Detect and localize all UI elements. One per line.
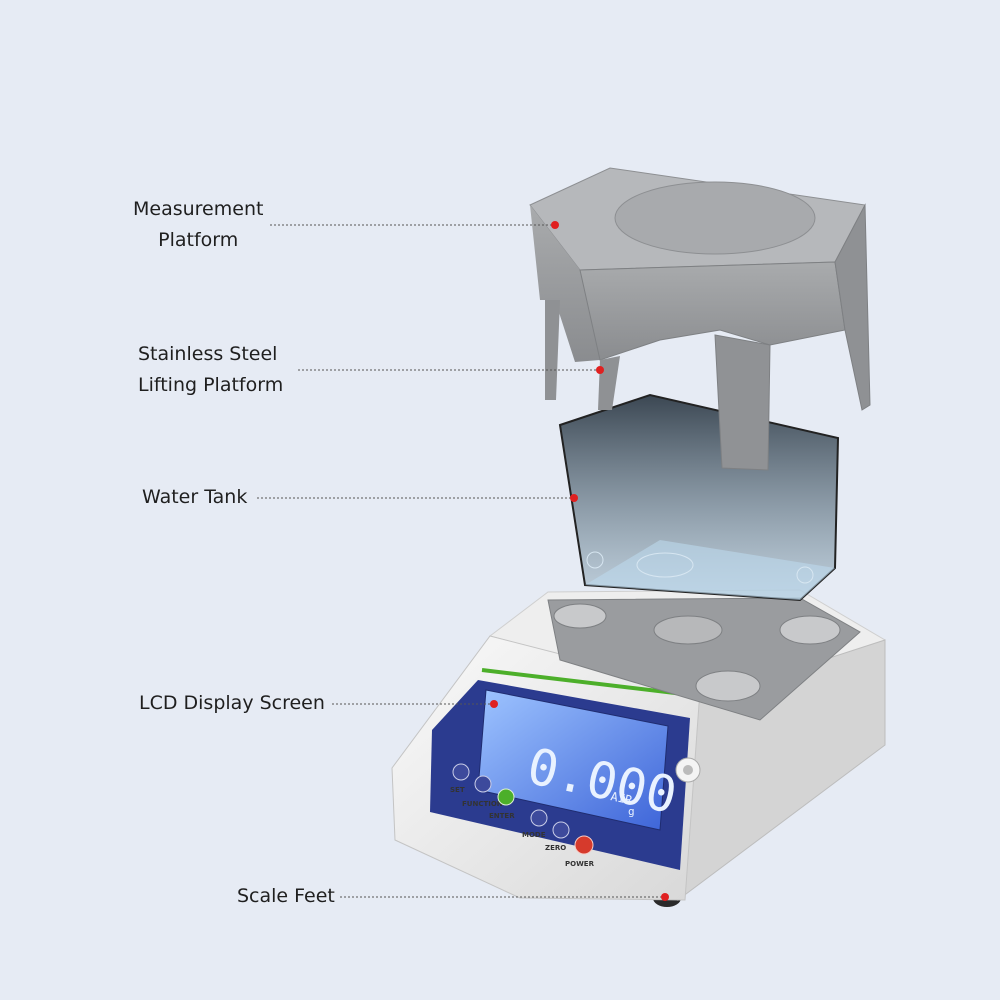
mode-label: MODE	[522, 831, 546, 839]
lcd-mode: AIR	[609, 789, 634, 807]
enter-label: ENTER	[489, 812, 515, 820]
label-line: Water Tank	[142, 486, 248, 508]
water-tank	[558, 393, 840, 602]
callout-leaders	[257, 221, 669, 901]
function-button[interactable]: FUNCTION	[462, 775, 503, 808]
power-label: POWER	[565, 860, 595, 868]
marker-dot-feet	[661, 893, 669, 901]
set-button[interactable]: SET	[450, 763, 470, 794]
power-button[interactable]: POWER	[565, 835, 595, 868]
label-lcd-screen: LCD Display Screen	[139, 688, 325, 719]
label-scale-feet: Scale Feet	[237, 881, 335, 912]
label-line: Platform	[158, 229, 239, 251]
label-line: Scale Feet	[237, 885, 335, 907]
level-bubble	[683, 765, 693, 775]
function-label: FUNCTION	[462, 800, 503, 808]
label-line: Lifting Platform	[138, 374, 284, 396]
lcd-display-screen	[477, 689, 669, 831]
label-line: Measurement	[133, 198, 264, 220]
marker-dot-lifting	[596, 366, 604, 374]
enter-button[interactable]: ENTER	[489, 788, 515, 820]
lcd-unit: g	[628, 805, 635, 818]
measurement-platform	[529, 167, 871, 471]
lifting-platform	[530, 205, 600, 362]
marker-dot-measurement	[551, 221, 559, 229]
marker-dot-water-tank	[570, 494, 578, 502]
label-lifting-platform: Stainless Steel Lifting Platform	[138, 339, 283, 401]
label-water-tank: Water Tank	[142, 482, 247, 513]
tank-tray	[547, 597, 861, 721]
set-label: SET	[450, 786, 465, 794]
label-line: Stainless Steel	[138, 343, 278, 365]
label-measurement-platform: Measurement Platform	[133, 194, 263, 256]
accent-strip	[481, 668, 701, 698]
zero-button[interactable]: ZERO	[545, 821, 570, 852]
zero-label: ZERO	[545, 844, 566, 852]
label-line: LCD Display Screen	[139, 692, 325, 714]
mode-button[interactable]: MODE	[522, 809, 548, 839]
marker-dot-lcd	[490, 700, 498, 708]
